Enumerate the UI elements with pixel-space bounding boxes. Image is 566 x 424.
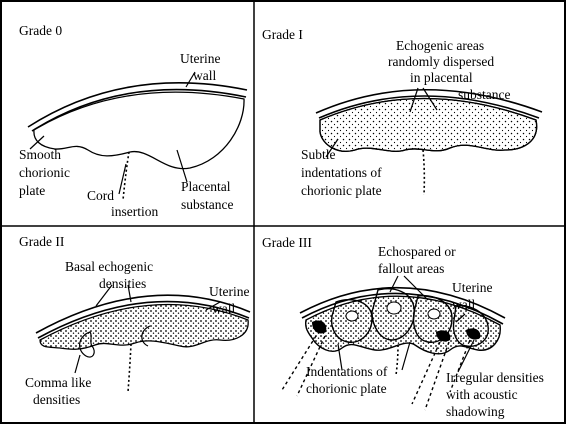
label-placental: Placental — [181, 179, 231, 194]
label-plate: plate — [19, 183, 45, 198]
pointer-indentation-2 — [402, 342, 410, 370]
label-densities: densities — [33, 392, 80, 407]
label-insertion: insertion — [111, 204, 158, 219]
umbilical-cord — [396, 345, 398, 375]
label-chorionic: chorionic — [19, 165, 70, 180]
placenta-grade-0 — [34, 92, 244, 169]
grade-2-heading: Grade II — [19, 234, 65, 249]
label-echospared: Echospared or — [378, 244, 456, 259]
fallout-area-3 — [428, 309, 440, 319]
label-basal-echogenic: Basal echogenic — [65, 259, 153, 274]
label-wall: wall — [212, 301, 235, 316]
label-shadowing: shadowing — [446, 404, 505, 419]
label-subtle: Subtle — [301, 147, 336, 162]
grade-3-heading: Grade III — [262, 235, 312, 250]
label-fallout-areas: fallout areas — [378, 261, 444, 276]
label-chorionic-plate: chorionic plate — [306, 381, 387, 396]
label-cord: Cord — [87, 188, 114, 203]
label-wall: wall — [452, 297, 475, 312]
grade-2-panel: Grade II Basal echogenic densities Uteri… — [19, 234, 250, 407]
pointer-comma-densities — [75, 355, 80, 373]
label-in-placental: in placental — [410, 70, 473, 85]
label-densities: densities — [99, 276, 146, 291]
label-chorionic-plate: chorionic plate — [301, 183, 382, 198]
fallout-area-2 — [387, 302, 401, 314]
label-substance: substance — [458, 87, 510, 102]
label-echogenic-areas: Echogenic areas — [396, 38, 484, 53]
grade-0-heading: Grade 0 — [19, 23, 62, 38]
grade-0-panel: Grade 0 Uterine wall Smooth chorionic pl… — [19, 23, 247, 219]
label-with-acoustic: with acoustic — [446, 387, 518, 402]
fallout-area-1 — [346, 311, 358, 321]
label-irregular-densities: Irregular densities — [446, 370, 544, 385]
label-randomly-dispersed: randomly dispersed — [388, 54, 494, 69]
label-indentations-of: Indentations of — [306, 364, 388, 379]
label-wall: wall — [193, 68, 216, 83]
umbilical-cord — [423, 150, 424, 195]
label-smooth: Smooth — [19, 147, 61, 162]
grade-1-panel: Grade I Echogenic areas randomly dispers… — [262, 27, 542, 198]
umbilical-cord — [123, 152, 129, 200]
label-comma-like: Comma like — [25, 375, 91, 390]
grade-3-panel: Grade III Echospared or fallout areas Ut… — [262, 235, 544, 419]
umbilical-cord — [128, 344, 131, 392]
grade-1-heading: Grade I — [262, 27, 303, 42]
label-substance: substance — [181, 197, 233, 212]
label-uterine: Uterine — [209, 284, 249, 299]
label-uterine: Uterine — [180, 51, 220, 66]
label-indentations-of: indentations of — [301, 165, 382, 180]
label-uterine: Uterine — [452, 280, 492, 295]
